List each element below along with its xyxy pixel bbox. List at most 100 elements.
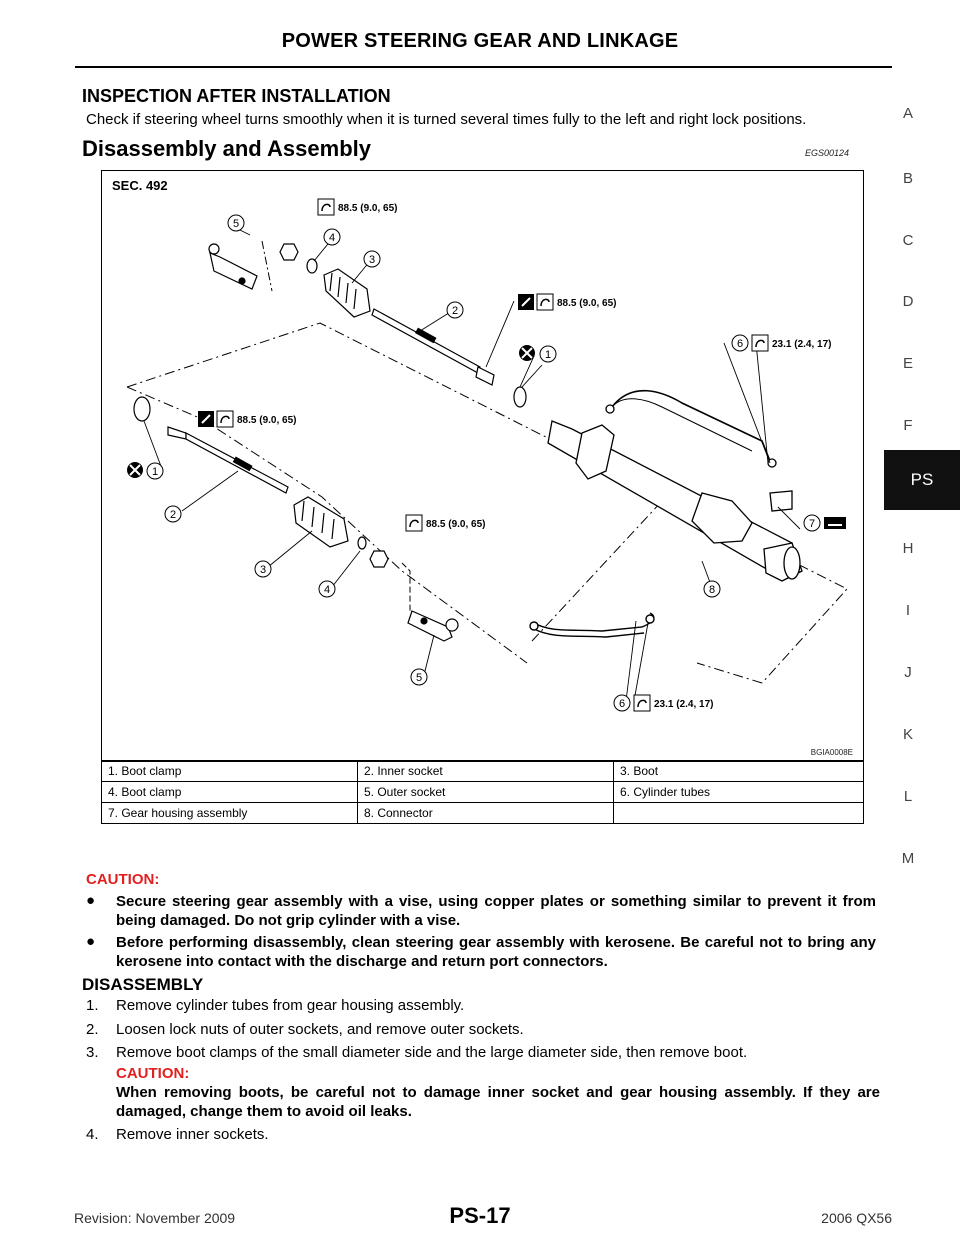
exploded-view-figure: SEC. 492 [101, 170, 864, 762]
step-text: Loosen lock nuts of outer sockets, and r… [116, 1021, 524, 1038]
caution-bullet-text: Secure steering gear assembly with a vis… [116, 893, 876, 929]
torque-icon-5 [405, 514, 423, 532]
step-3: 3. Remove boot clamps of the small diame… [86, 1044, 886, 1064]
svg-text:1: 1 [152, 466, 158, 478]
sidebar-letter-b[interactable]: B [902, 170, 913, 187]
page-header-title: POWER STEERING GEAR AND LINKAGE [281, 30, 679, 52]
torque-icon-6 [633, 694, 651, 712]
lower-cylinder-tube [529, 612, 655, 638]
inspection-heading: INSPECTION AFTER INSTALLATION [82, 86, 391, 106]
legend-cell: 2. Inner socket [364, 764, 443, 778]
bullet-icon: ● [86, 933, 96, 950]
upper-boot-clamp-1 [513, 386, 527, 408]
torque-label-5: 88.5 (9.0, 65) [426, 519, 485, 530]
callout-5-lower: 5 [410, 668, 428, 686]
callout-1-lower: 1 [146, 462, 164, 480]
sidebar-letter-h[interactable]: H [902, 540, 914, 557]
legend-cell: 8. Connector [364, 806, 433, 820]
svg-text:2: 2 [170, 509, 176, 521]
legend-row: 1. Boot clamp 2. Inner socket 3. Boot [101, 760, 864, 782]
svg-text:1: 1 [545, 349, 551, 361]
legend-row: 4. Boot clamp 5. Outer socket 6. Cylinde… [101, 781, 864, 803]
section-label: SEC. 492 [112, 178, 168, 193]
step-text: Remove cylinder tubes from gear housing … [116, 997, 465, 1014]
sidebar-letter-c[interactable]: C [902, 232, 914, 249]
bullet-icon: ● [86, 892, 96, 909]
torque-icon-1 [317, 198, 335, 216]
outline-bottom [126, 386, 528, 664]
svg-text:7: 7 [809, 518, 815, 530]
callout-2-lower: 2 [164, 505, 182, 523]
torque-label-2: 88.5 (9.0, 65) [557, 298, 616, 309]
footer-revision: Revision: November 2009 [74, 1210, 236, 1226]
svg-text:3: 3 [260, 564, 266, 576]
step-1: 1. Remove cylinder tubes from gear housi… [86, 997, 886, 1017]
legend-cell [614, 806, 620, 820]
footer-model: 2006 QX56 [821, 1210, 892, 1226]
lower-inner-socket [167, 426, 289, 494]
svg-text:3: 3 [369, 254, 375, 266]
sidebar-letter-e[interactable]: E [902, 355, 913, 372]
inspection-text: Check if steering wheel turns smoothly w… [86, 111, 807, 128]
svg-text:5: 5 [416, 672, 422, 684]
do-not-reuse-icon-upper [519, 345, 535, 361]
callout-4-upper: 4 [323, 228, 341, 246]
sidebar-tab-ps[interactable]: PS [884, 450, 960, 510]
torque-label-1: 88.5 (9.0, 65) [338, 203, 397, 214]
callout-7: 7 [803, 514, 821, 532]
legend-cell: 6. Cylinder tubes [620, 785, 711, 799]
lower-boot [293, 496, 349, 548]
svg-text:5: 5 [233, 218, 239, 230]
disassembly-heading: DISASSEMBLY [82, 975, 204, 994]
svg-text:2: 2 [452, 305, 458, 317]
torque-icon-3 [751, 334, 769, 352]
sidebar-letter-i[interactable]: I [905, 602, 911, 619]
legend-cell: 1. Boot clamp [108, 764, 182, 778]
svg-text:6: 6 [737, 338, 743, 350]
do-not-reuse-icon-lower [127, 462, 143, 478]
header-divider [75, 66, 892, 68]
caution-bullet-text: Before performing disassembly, clean ste… [116, 934, 876, 970]
step3-caution-label: CAUTION: [116, 1065, 190, 1082]
figure-image-code: BGIA0008E [810, 748, 853, 757]
sidebar-letter-m[interactable]: M [901, 850, 915, 867]
fluid-icon-7 [824, 517, 846, 529]
step-2: 2. Loosen lock nuts of outer sockets, an… [86, 1021, 886, 1041]
upper-boot [323, 268, 371, 318]
step-text: Remove inner sockets. [116, 1126, 269, 1143]
torque-label-4: 88.5 (9.0, 65) [237, 415, 296, 426]
parts-legend-table: 1. Boot clamp 2. Inner socket 3. Boot 4.… [101, 760, 864, 824]
upper-nut [279, 243, 299, 261]
callout-3-lower: 3 [254, 560, 272, 578]
step-number: 1. [86, 997, 99, 1014]
step-number: 3. [86, 1044, 99, 1061]
lower-nut [369, 550, 389, 568]
locking-sealant-icon-4 [198, 411, 214, 427]
outline-upper [261, 240, 273, 292]
sidebar-letter-k[interactable]: K [902, 726, 913, 743]
upper-inner-socket [371, 308, 495, 386]
sidebar-letter-f[interactable]: F [903, 417, 913, 434]
step-number: 4. [86, 1126, 99, 1143]
outline-corner [696, 662, 763, 684]
section-code: EGS00124 [805, 148, 850, 158]
callout-8: 8 [703, 580, 721, 598]
torque-icon-4 [216, 410, 234, 428]
disassembly-assembly-heading: Disassembly and Assembly [82, 136, 371, 161]
callout-2-upper: 2 [446, 301, 464, 319]
legend-row: 7. Gear housing assembly 8. Connector [101, 802, 864, 824]
upper-boot-clamp [306, 258, 318, 274]
step-number: 2. [86, 1021, 99, 1038]
sidebar-letter-l[interactable]: L [903, 788, 913, 805]
step-text: Remove boot clamps of the small diameter… [116, 1044, 748, 1061]
svg-text:4: 4 [329, 232, 335, 244]
sidebar-letter-d[interactable]: D [902, 293, 914, 310]
torque-icon-2 [536, 293, 554, 311]
footer-page-number: PS-17 [449, 1203, 511, 1228]
upper-outer-socket [208, 243, 258, 290]
sidebar-letter-a[interactable]: A [902, 105, 913, 122]
outline-left [126, 322, 848, 684]
sidebar-letter-j[interactable]: J [904, 664, 912, 681]
outline-cross [531, 500, 663, 642]
torque-label-6: 23.1 (2.4, 17) [654, 699, 713, 710]
